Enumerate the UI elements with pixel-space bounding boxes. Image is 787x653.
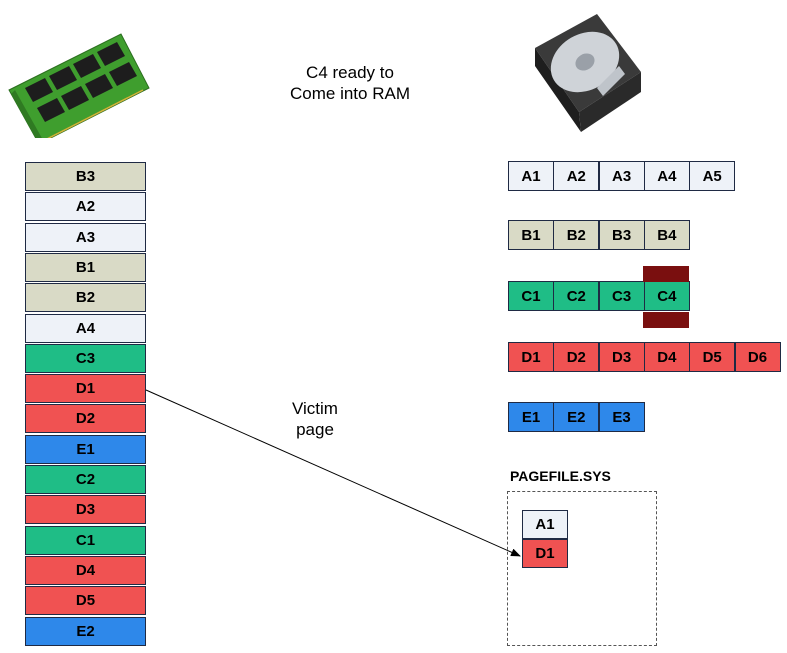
- disk-page-b1: B1: [508, 220, 554, 250]
- ram-page-e2: E2: [25, 616, 146, 646]
- c4-highlight-bottom: [643, 312, 689, 328]
- disk-page-d3: D3: [598, 342, 645, 372]
- disk-page-e1: E1: [508, 402, 554, 432]
- pagefile-title: PAGEFILE.SYS: [510, 468, 611, 484]
- ram-module-icon: [8, 33, 150, 138]
- ram-page-d5: D5: [25, 586, 146, 616]
- ram-page-c3: C3: [25, 343, 146, 373]
- ram-page-d3: D3: [25, 495, 146, 525]
- disk-page-b4: B4: [643, 220, 690, 250]
- disk-page-c3: C3: [598, 281, 645, 311]
- ram-page-a3: A3: [25, 222, 146, 252]
- disk-page-e3: E3: [598, 402, 645, 432]
- ram-page-b1: B1: [25, 252, 146, 282]
- ram-page-d2: D2: [25, 404, 146, 434]
- ram-page-a2: A2: [25, 192, 146, 222]
- pagefile-box: [507, 491, 657, 646]
- disk-page-a1: A1: [508, 161, 554, 191]
- disk-page-a5: A5: [689, 161, 736, 191]
- hard-disk-icon: [535, 14, 641, 132]
- disk-page-d5: D5: [689, 342, 736, 372]
- c4-highlight-top: [643, 266, 689, 282]
- disk-page-b2: B2: [553, 220, 600, 250]
- disk-page-d6: D6: [734, 342, 781, 372]
- pagefile-page-d1: D1: [522, 539, 568, 568]
- victim-page-caption: Victim page: [292, 399, 338, 439]
- ram-page-b2: B2: [25, 283, 146, 313]
- ram-page-d4: D4: [25, 555, 146, 585]
- ram-page-b3: B3: [25, 162, 146, 191]
- pagefile-page-a1: A1: [522, 510, 568, 539]
- ram-page-c2: C2: [25, 465, 146, 494]
- disk-page-c1: C1: [508, 281, 554, 311]
- ram-page-c1: C1: [25, 525, 146, 555]
- disk-page-a2: A2: [553, 161, 600, 191]
- ram-page-d1: D1: [25, 374, 146, 404]
- disk-page-d1: D1: [508, 342, 554, 372]
- ram-page-e1: E1: [25, 434, 146, 464]
- ram-page-a4: A4: [25, 313, 146, 343]
- disk-page-d2: D2: [553, 342, 600, 372]
- disk-page-d4: D4: [643, 342, 690, 372]
- disk-page-a4: A4: [643, 161, 690, 191]
- disk-page-b3: B3: [598, 220, 645, 250]
- c4-ready-caption: C4 ready to Come into RAM: [290, 63, 410, 103]
